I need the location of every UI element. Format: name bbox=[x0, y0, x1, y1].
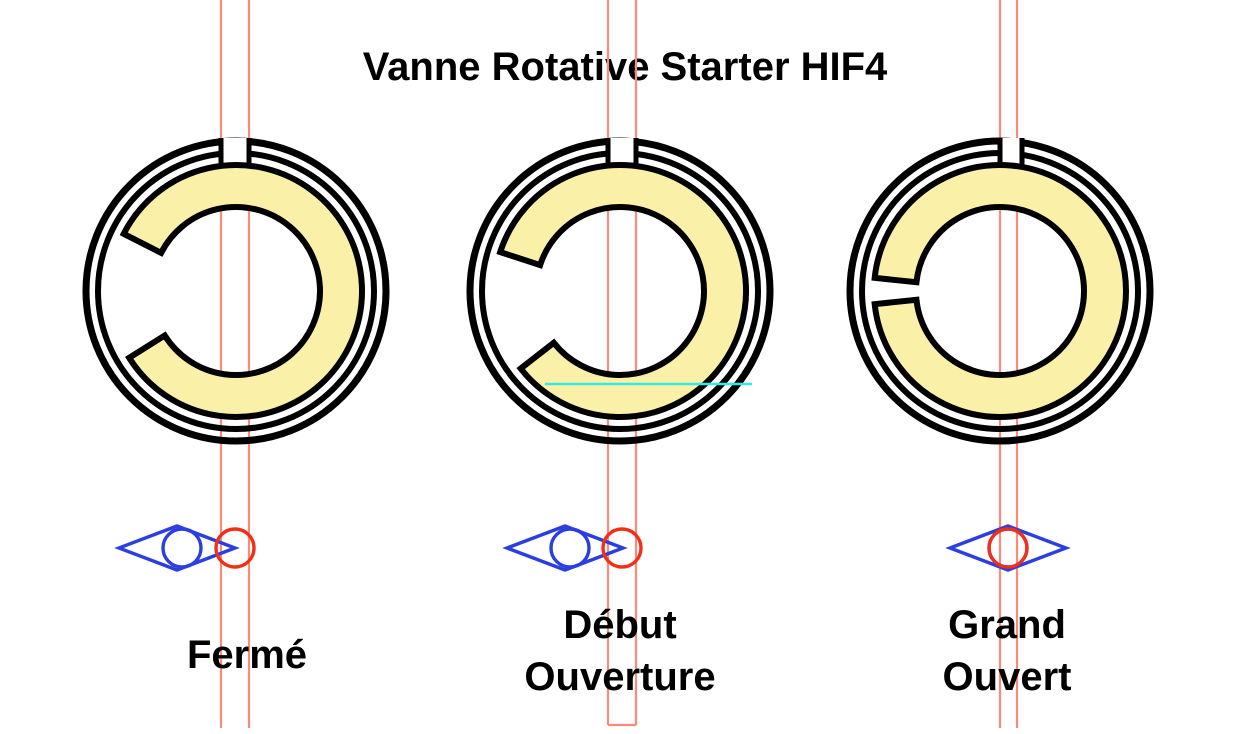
port-reference-lines-ferme bbox=[219, 0, 251, 728]
flow-marker-red-circle bbox=[214, 527, 256, 569]
rotating-barrel-ferme bbox=[119, 162, 365, 420]
caption-line-ferme-0: Fermé bbox=[187, 633, 307, 677]
flow-marker-red-circle bbox=[601, 527, 643, 569]
barrel-annulus bbox=[496, 162, 749, 420]
caption-line-debut-ouverture-0: Début bbox=[563, 603, 676, 647]
caption-line-grand-ouvert-1: Ouvert bbox=[943, 655, 1072, 699]
flow-marker-red-circle bbox=[987, 527, 1029, 569]
rotating-barrel-grand-ouvert bbox=[871, 162, 1129, 420]
flow-marker-ferme bbox=[114, 524, 256, 572]
flow-marker-diamond bbox=[114, 524, 240, 572]
flow-marker-diamond bbox=[502, 524, 628, 572]
page-title-group: Vanne Rotative Starter HIF4 bbox=[363, 45, 888, 89]
valve-figure-ferme: Fermé bbox=[82, 0, 390, 728]
flow-marker-blue-circle bbox=[161, 527, 203, 569]
rotating-barrel-debut-ouverture bbox=[496, 162, 749, 420]
port-reference-lines-debut-ouverture bbox=[606, 0, 638, 727]
page-title: Vanne Rotative Starter HIF4 bbox=[363, 45, 888, 89]
flow-marker-debut-ouverture bbox=[502, 524, 643, 572]
port-reference-lines-grand-ouvert bbox=[998, 0, 1019, 728]
caption-group-ferme: Fermé bbox=[187, 633, 307, 677]
flow-marker-blue-circle bbox=[549, 527, 591, 569]
caption-line-debut-ouverture-1: Ouverture bbox=[524, 655, 715, 699]
barrel-annulus bbox=[871, 162, 1129, 420]
barrel-annulus bbox=[119, 162, 365, 420]
flow-marker-grand-ouvert bbox=[945, 524, 1071, 572]
flow-marker-diamond bbox=[945, 524, 1071, 572]
caption-line-grand-ouvert-0: Grand bbox=[948, 603, 1066, 647]
